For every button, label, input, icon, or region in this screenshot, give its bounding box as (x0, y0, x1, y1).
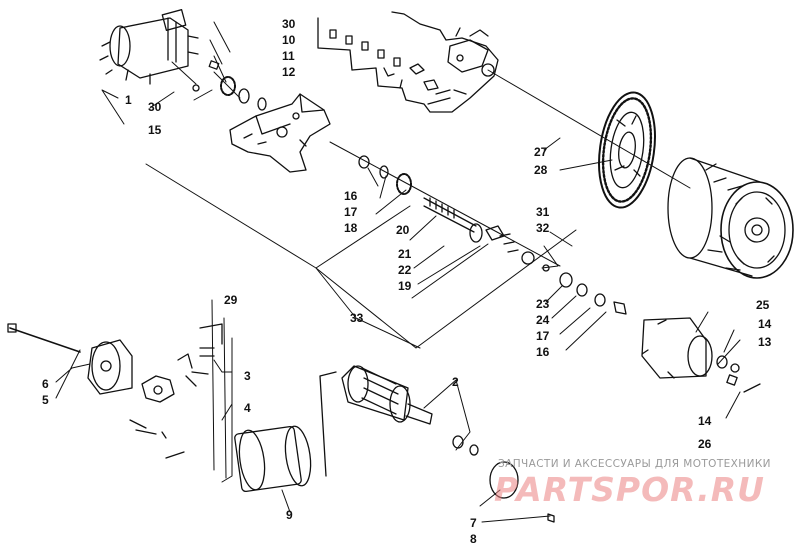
label-23: 23 (536, 297, 550, 311)
label-1: 1 (125, 93, 132, 107)
engine-block-drawing (317, 11, 499, 113)
label-9: 9 (286, 508, 293, 522)
watermark-logo: PARTSPOR.RU (494, 470, 765, 509)
label-20: 20 (396, 223, 410, 237)
label-19: 19 (398, 279, 412, 293)
label-12: 12 (282, 65, 296, 79)
leader-lines (55, 21, 741, 523)
label-14-top: 14 (758, 317, 772, 331)
label-13: 13 (758, 335, 772, 349)
armature-drawing (319, 365, 555, 523)
starter-motor-lower-drawing (7, 299, 312, 493)
label-17-top: 17 (344, 205, 358, 219)
pinion-parts-drawing (192, 60, 267, 111)
label-11: 11 (282, 49, 295, 63)
label-17-bottom: 17 (536, 329, 550, 343)
label-24: 24 (536, 313, 550, 327)
label-22: 22 (398, 263, 412, 277)
shaft-axis-line (487, 69, 691, 189)
label-31: 31 (536, 205, 550, 219)
label-8: 8 (470, 532, 477, 546)
label-2: 2 (452, 375, 459, 389)
label-7: 7 (470, 516, 477, 530)
label-10: 10 (282, 33, 296, 47)
label-28: 28 (534, 163, 548, 177)
label-33: 33 (350, 311, 364, 325)
mounting-bracket-drawing (229, 93, 331, 173)
label-30-bottom: 30 (148, 100, 162, 114)
label-29: 29 (224, 293, 238, 307)
clutch-drum-drawing (667, 157, 794, 279)
label-18: 18 (344, 221, 358, 235)
label-14-bottom: 14 (698, 414, 712, 428)
label-26: 26 (698, 437, 712, 451)
label-4: 4 (244, 401, 251, 415)
label-30-top: 30 (282, 17, 296, 31)
label-6: 6 (42, 377, 49, 391)
callout-labels: 1 2 3 4 5 6 7 8 9 10 11 12 13 14 14 15 1… (42, 17, 772, 546)
starter-drive-housing-drawing (641, 317, 761, 393)
label-16-bottom: 16 (536, 345, 550, 359)
label-21: 21 (398, 247, 412, 261)
label-16-top: 16 (344, 189, 358, 203)
label-27: 27 (534, 145, 548, 159)
watermark-caption: ЗАПЧАСТИ И АКСЕССУАРЫ ДЛЯ МОТОТЕХНИКИ (498, 458, 771, 470)
label-5: 5 (42, 393, 49, 407)
drive-parts-drawing (329, 141, 627, 315)
label-25: 25 (756, 298, 770, 312)
label-15: 15 (148, 123, 162, 137)
label-3: 3 (244, 369, 251, 383)
starter-motor-top-drawing (99, 9, 199, 85)
label-32: 32 (536, 221, 550, 235)
ring-gear-drawing (598, 91, 656, 209)
